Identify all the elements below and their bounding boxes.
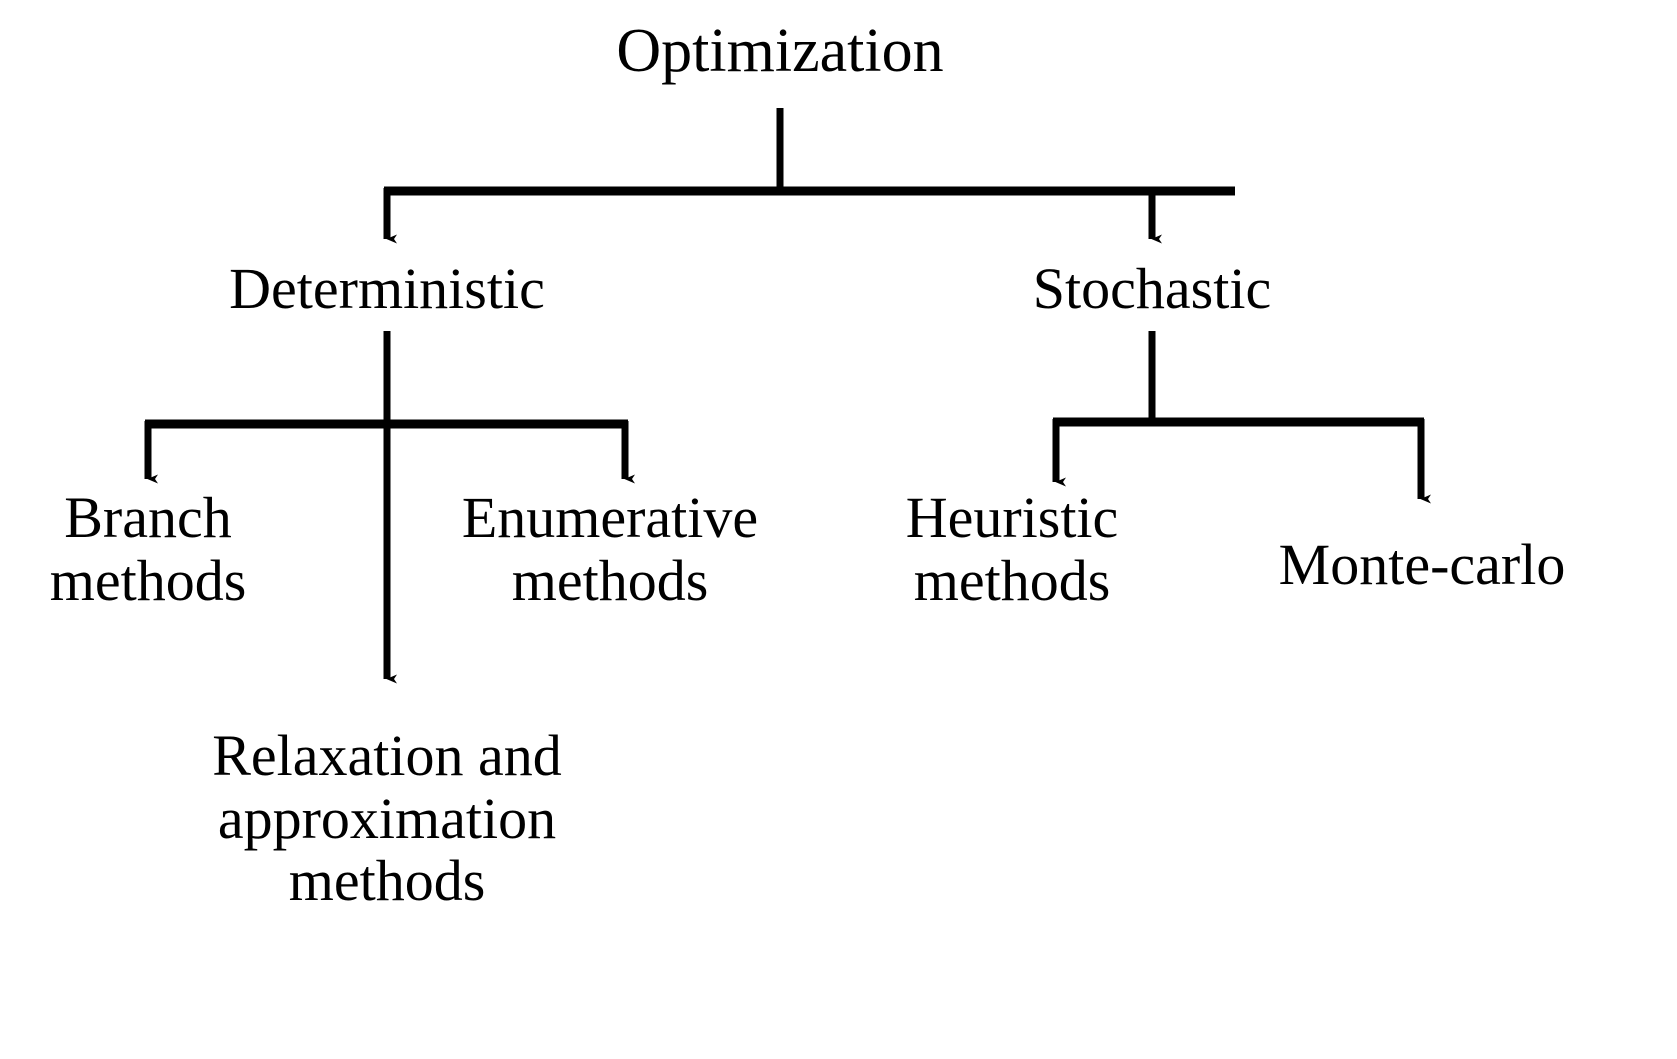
node-stochastic[interactable]: Stochastic: [1032, 256, 1272, 321]
node-monte-carlo[interactable]: Monte-carlo: [1278, 532, 1566, 597]
node-branch-methods[interactable]: Branch methods: [49, 485, 247, 613]
node-optimization[interactable]: Optimization: [616, 17, 944, 85]
node-heuristic-methods[interactable]: Heuristic methods: [905, 485, 1119, 613]
node-enumerative-methods[interactable]: Enumerative methods: [461, 485, 759, 613]
node-deterministic[interactable]: Deterministic: [229, 256, 545, 321]
node-relaxation-approximation-methods[interactable]: Relaxation and approximation methods: [212, 723, 562, 914]
